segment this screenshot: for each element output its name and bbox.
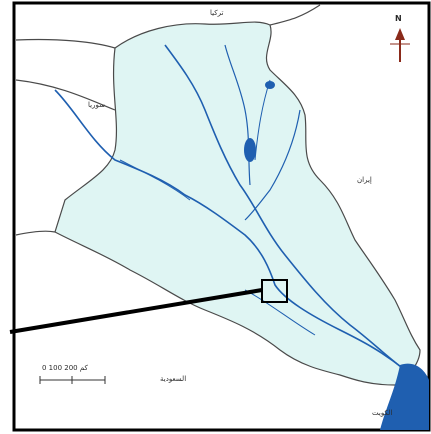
river-euphrates — [54, 89, 406, 371]
north-label: N — [395, 14, 402, 23]
label-syria: سوريا — [88, 101, 105, 109]
label-iran: إيران — [357, 176, 372, 184]
border-turkey — [15, 38, 116, 49]
river-diyala — [244, 109, 301, 221]
gulf-water — [380, 363, 429, 430]
border-iran — [269, 4, 321, 26]
inset-box — [261, 279, 288, 303]
border-saudi — [15, 230, 56, 236]
river-west — [119, 159, 191, 201]
pointer-line — [9, 288, 263, 334]
label-kuwait: الكويت — [372, 409, 393, 417]
river-zab — [224, 44, 251, 186]
scale-label: 0 100 200 كم — [42, 364, 88, 372]
lake-tharthar — [244, 138, 256, 162]
north-arrow — [390, 28, 410, 62]
lake-north — [265, 81, 275, 89]
label-saudi: السعودية — [160, 375, 187, 383]
label-turkey: تركيا — [210, 9, 224, 17]
scale-bar — [39, 376, 106, 384]
river-tigris — [164, 44, 406, 371]
border-syria — [15, 79, 116, 111]
iraq-territory — [54, 21, 421, 386]
